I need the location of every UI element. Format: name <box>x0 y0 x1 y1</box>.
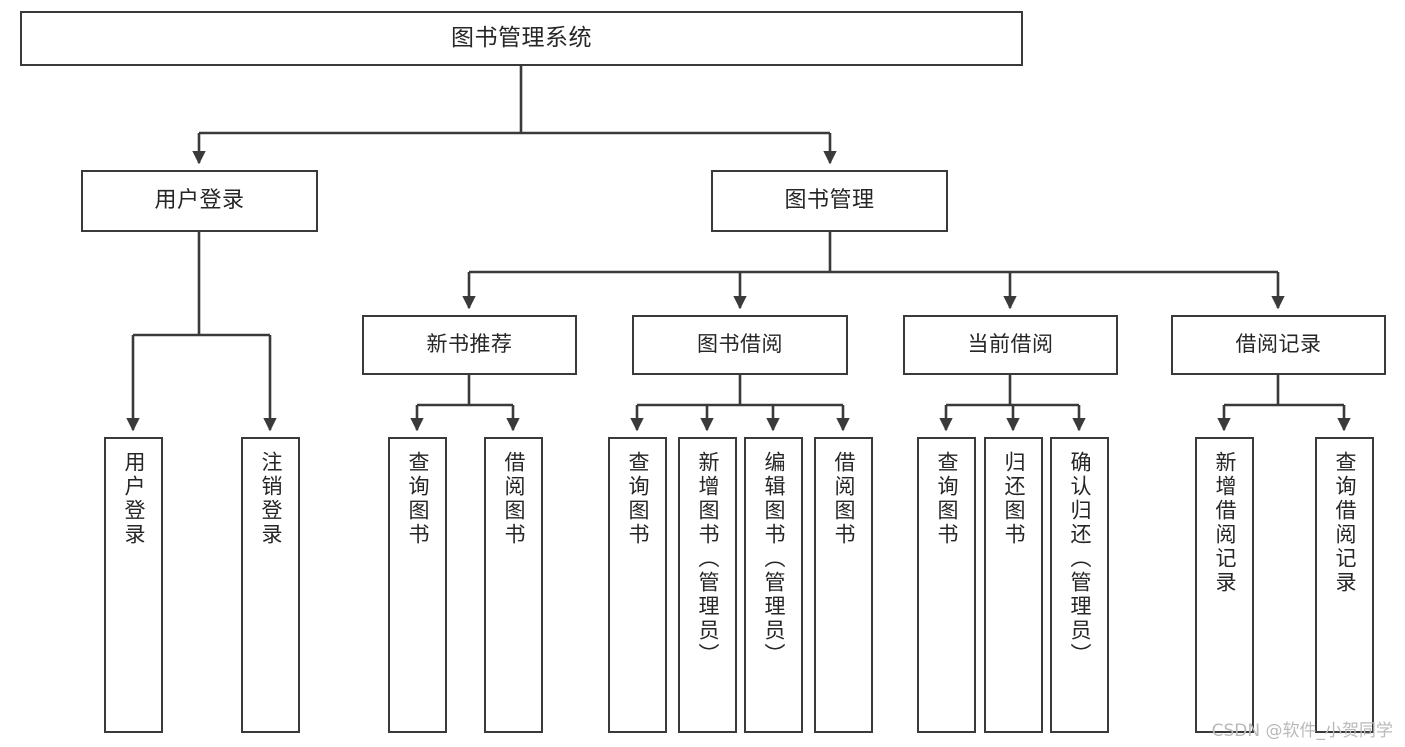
leaf-query-books-borrowing[interactable]: 查询图书 <box>608 437 667 733</box>
watermark: CSDN @软件_小贺同学 <box>1211 721 1393 741</box>
node-label: 新书推荐 <box>426 332 513 357</box>
node-label: 图书借阅 <box>697 332 783 357</box>
leaf-return-books[interactable]: 归还图书 <box>984 437 1043 733</box>
node-label: 查询图书 <box>626 451 650 547</box>
leaf-edit-book-admin[interactable]: 编辑图书（管理员） <box>744 437 803 733</box>
leaf-borrow-books-recommend[interactable]: 借阅图书 <box>484 437 543 733</box>
leaf-borrow-books-borrowing[interactable]: 借阅图书 <box>814 437 873 733</box>
node-label: 注销登录 <box>259 451 283 547</box>
leaf-query-books-current[interactable]: 查询图书 <box>917 437 976 733</box>
leaf-add-borrow-record[interactable]: 新增借阅记录 <box>1195 437 1254 733</box>
node-new-book-recommendation[interactable]: 新书推荐 <box>362 315 577 375</box>
node-label: 借阅图书 <box>502 451 526 547</box>
node-book-borrowing[interactable]: 图书借阅 <box>632 315 848 375</box>
node-label: 图书管理系统 <box>451 24 592 51</box>
leaf-user-login[interactable]: 用户登录 <box>104 437 163 733</box>
node-label: 查询图书 <box>935 451 959 547</box>
node-label: 用户登录 <box>122 451 146 547</box>
leaf-logout[interactable]: 注销登录 <box>241 437 300 733</box>
node-label: 借阅记录 <box>1235 332 1322 357</box>
node-label: 新增图书（管理员） <box>696 451 720 667</box>
node-label: 图书管理 <box>784 187 875 213</box>
leaf-query-books-recommend[interactable]: 查询图书 <box>388 437 447 733</box>
node-current-borrowing[interactable]: 当前借阅 <box>903 315 1118 375</box>
node-label: 确认归还（管理员） <box>1068 451 1092 667</box>
node-borrow-records[interactable]: 借阅记录 <box>1171 315 1386 375</box>
node-user-login[interactable]: 用户登录 <box>81 170 318 232</box>
node-label: 用户登录 <box>154 187 245 213</box>
node-label: 查询借阅记录 <box>1333 451 1357 595</box>
node-label: 当前借阅 <box>967 332 1054 357</box>
node-label: 借阅图书 <box>832 451 856 547</box>
leaf-confirm-return-admin[interactable]: 确认归还（管理员） <box>1050 437 1109 733</box>
leaf-add-book-admin[interactable]: 新增图书（管理员） <box>678 437 737 733</box>
leaf-query-borrow-record[interactable]: 查询借阅记录 <box>1315 437 1374 733</box>
node-label: 归还图书 <box>1002 451 1026 547</box>
node-label: 编辑图书（管理员） <box>762 451 786 667</box>
node-root[interactable]: 图书管理系统 <box>20 11 1023 66</box>
node-book-management[interactable]: 图书管理 <box>711 170 948 232</box>
node-label: 新增借阅记录 <box>1213 451 1237 595</box>
node-label: 查询图书 <box>406 451 430 547</box>
